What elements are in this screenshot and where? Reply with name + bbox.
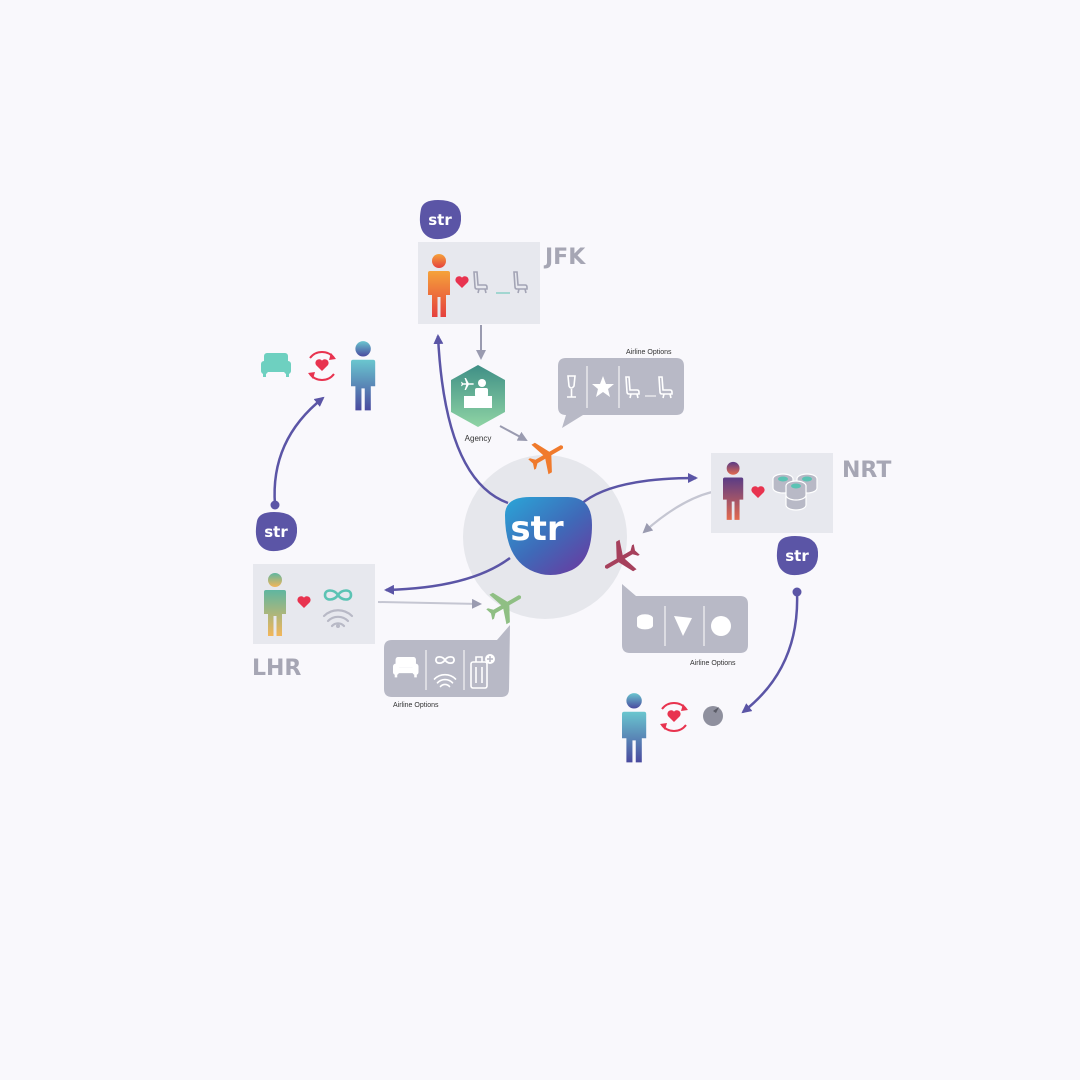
str-badge-nrt: str bbox=[776, 536, 819, 576]
lhr-section: str LHR bbox=[252, 512, 375, 681]
airline-options-label-lhr: Airline Options bbox=[393, 702, 439, 709]
person-icon bbox=[622, 693, 647, 763]
nrt-airline-options-bubble: Airline Options bbox=[622, 584, 748, 667]
agency-label: Agency bbox=[465, 434, 492, 443]
airline-options-label-jfk: Airline Options bbox=[626, 349, 672, 356]
arrow-lhr-to-plane bbox=[377, 598, 482, 609]
arrow-nrt-to-plane bbox=[642, 490, 713, 534]
arrow-nrt-to-outcome bbox=[741, 591, 799, 714]
tomato-icon bbox=[703, 706, 723, 726]
hub-logo-text: str bbox=[510, 509, 563, 549]
arrow-lhr-to-outcome bbox=[273, 396, 325, 506]
agency-node: Agency bbox=[451, 365, 505, 443]
champagne-glass-icon bbox=[567, 375, 576, 398]
str-badge-lhr: str bbox=[255, 512, 298, 552]
sofa-icon bbox=[261, 353, 291, 377]
jfk-section: str JFK bbox=[418, 200, 586, 324]
str-badge-jfk: str bbox=[419, 200, 462, 240]
hub-logo: str bbox=[505, 497, 592, 575]
sushi-icon bbox=[635, 613, 655, 631]
airport-label-nrt: NRT bbox=[842, 458, 891, 483]
lhr-airline-options-bubble: Airline Options bbox=[384, 625, 510, 709]
airport-label-jfk: JFK bbox=[543, 245, 586, 270]
agency-desk-icon bbox=[461, 378, 492, 408]
connector-lines bbox=[270, 325, 802, 714]
jfk-airline-options-bubble: Airline Options bbox=[558, 349, 684, 428]
luggage-icon bbox=[470, 656, 488, 689]
lhr-outcome-group bbox=[261, 341, 376, 411]
arrow-hub-to-lhr bbox=[384, 556, 511, 595]
tomato-icon bbox=[711, 616, 731, 636]
svg-text:str: str bbox=[785, 547, 809, 565]
heart-icon bbox=[667, 710, 681, 722]
heart-icon bbox=[315, 359, 329, 371]
person-icon bbox=[351, 341, 376, 411]
nrt-section: NRT str bbox=[711, 453, 891, 576]
pizza-icon bbox=[674, 616, 692, 636]
arrow-agency-to-plane bbox=[499, 425, 528, 441]
airline-options-label-nrt: Airline Options bbox=[690, 660, 736, 667]
nrt-outcome-group bbox=[622, 693, 723, 763]
svg-text:str: str bbox=[264, 523, 288, 541]
arrow-hub-to-jfk bbox=[433, 334, 509, 505]
sushi-icon bbox=[772, 473, 818, 511]
star-icon bbox=[592, 376, 614, 397]
svg-text:str: str bbox=[428, 211, 452, 229]
arrow-hub-to-nrt bbox=[579, 473, 698, 506]
airport-label-lhr: LHR bbox=[252, 656, 301, 681]
